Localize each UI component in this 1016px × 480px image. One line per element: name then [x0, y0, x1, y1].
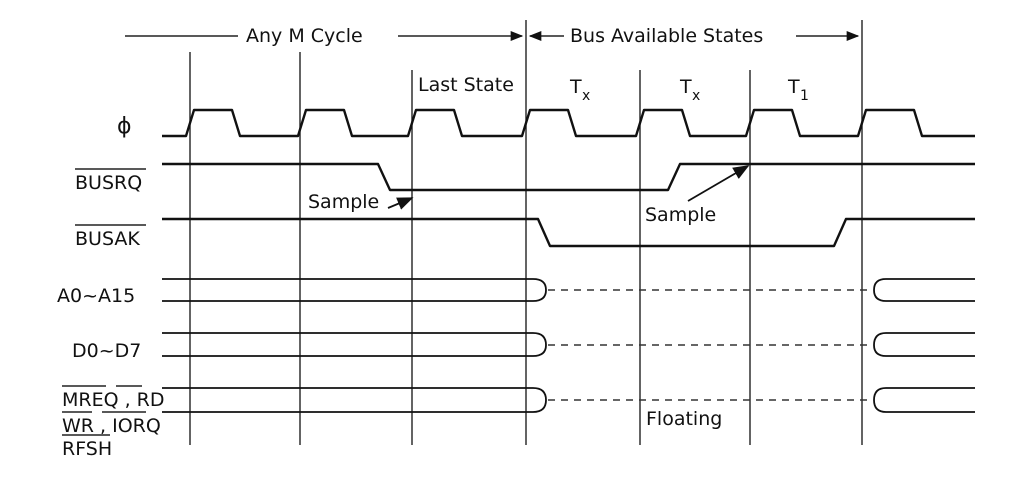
rfsh-signal-label: RFSH: [62, 434, 112, 460]
control-signals-waveform: [162, 387, 975, 413]
busrq-waveform: [162, 162, 975, 192]
svg-text:x: x: [692, 88, 700, 104]
any-m-cycle-span: Any M Cycle: [125, 25, 524, 47]
data-bus-waveform: [162, 332, 975, 357]
svg-text:T: T: [679, 76, 692, 98]
svg-text:RFSH: RFSH: [62, 438, 112, 460]
bus-available-states-span: Bus Available States: [528, 25, 860, 47]
svg-text:BUSAK: BUSAK: [75, 228, 140, 250]
state-divider-lines: [189, 20, 863, 445]
bus-available-states-label: Bus Available States: [570, 25, 763, 47]
sample-annotation-2: Sample: [645, 204, 716, 226]
svg-text:x: x: [582, 88, 590, 104]
mreq-rd-signal-label: MREQ , RD: [62, 385, 165, 411]
address-bus-waveform: [162, 278, 975, 302]
busak-signal-label: BUSAK: [75, 224, 146, 250]
data-bus-label: D0~D7: [72, 340, 141, 362]
phi-clock-waveform: [162, 108, 975, 138]
svg-text:1: 1: [800, 88, 809, 104]
t1-state-label: T 1: [787, 76, 809, 104]
sample-arrow-1: [387, 197, 414, 210]
svg-text:MREQ , RD: MREQ , RD: [62, 389, 165, 411]
address-bus-label: A0~A15: [57, 285, 135, 307]
busak-waveform: [162, 217, 975, 248]
floating-annotation: Floating: [646, 408, 722, 430]
sample-arrow-2: [687, 165, 750, 202]
tx-state-label-1: T x: [569, 76, 590, 104]
tx-state-label-2: T x: [679, 76, 700, 104]
busrq-signal-label: BUSRQ: [75, 168, 146, 194]
svg-text:WR , IORQ: WR , IORQ: [62, 415, 161, 437]
svg-text:T: T: [787, 76, 800, 98]
last-state-label: Last State: [418, 74, 514, 96]
phi-signal-label: ϕ: [117, 114, 132, 139]
wr-iorq-signal-label: WR , IORQ: [62, 411, 161, 437]
sample-annotation-1: Sample: [308, 191, 379, 213]
svg-text:T: T: [569, 76, 582, 98]
any-m-cycle-label: Any M Cycle: [246, 25, 363, 47]
svg-text:BUSRQ: BUSRQ: [75, 172, 142, 194]
